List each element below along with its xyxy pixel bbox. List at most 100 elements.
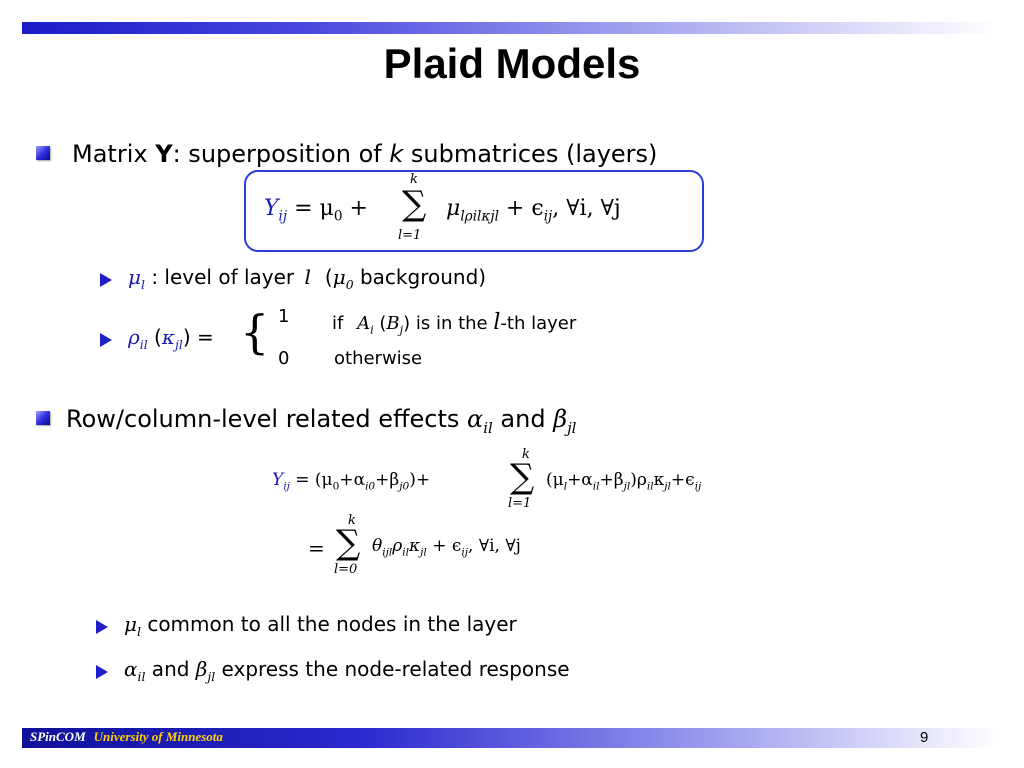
- slide-title: Plaid Models: [383, 40, 641, 87]
- eq2-p10: +ϵ: [670, 470, 695, 490]
- eq2-sj0: j0: [399, 480, 410, 493]
- bullet1-k: k: [389, 140, 404, 168]
- eq2-lhs: Y: [272, 470, 284, 490]
- eq2-sjl2: jl: [664, 480, 671, 493]
- sub-bullet-alpha-beta: αil and βjl express the node-related res…: [124, 657, 570, 684]
- eq1-lhs: Y: [264, 196, 279, 221]
- eq1-term3: jl: [490, 208, 499, 225]
- case1-B-close: ): [403, 313, 411, 334]
- eq2-p1: = (μ: [295, 470, 333, 490]
- case2-value: 0: [278, 348, 290, 369]
- eq2-p7: +β: [599, 470, 624, 490]
- sub3-text: common to all the nodes in the layer: [140, 612, 517, 636]
- sub1-mu: μ: [128, 265, 141, 289]
- sub2-rho-sub: il: [139, 337, 148, 352]
- case1-B-open: (: [373, 313, 387, 334]
- page-number: 9: [920, 729, 929, 746]
- sub-bullet-rho: ρil (κjl) =: [128, 325, 214, 352]
- case2-text: otherwise: [334, 348, 423, 369]
- sub1-paren: (: [324, 265, 333, 289]
- sub2-kappa: κ: [161, 325, 175, 349]
- eq2-p9: κ: [653, 470, 665, 490]
- bullet2-and: and: [492, 405, 554, 433]
- sub1-mu0: μ: [332, 265, 346, 289]
- eq2-sij: ij: [694, 480, 702, 493]
- eq1-tail-sub: ij: [543, 208, 553, 225]
- eq2-sl: l: [563, 480, 568, 493]
- cases-brace: {: [240, 305, 270, 359]
- arrow-bullet-icon: [96, 620, 108, 634]
- bullet2-text: Row/column-level related effects: [66, 405, 468, 433]
- sub4-beta: β: [195, 657, 208, 681]
- eq1-rhs: = μ: [294, 196, 334, 221]
- eq2-p6: +α: [567, 470, 593, 490]
- bullet-row-column: Row/column-level related effects αil and…: [66, 405, 576, 437]
- case1-l: l: [493, 310, 501, 335]
- eq2-sjl3: jl: [420, 546, 427, 559]
- eq1-sum-top: k: [410, 172, 418, 187]
- eq1-term2: ilκ: [472, 208, 491, 225]
- eq2-sil3: il: [402, 546, 410, 559]
- sub1-text2: background): [353, 265, 487, 289]
- eq1-term: μ: [446, 196, 461, 221]
- eq2-line2-eq: =: [308, 536, 325, 560]
- equation-1-terms: μlρilκjl + ϵij, ∀i, ∀j: [446, 196, 621, 224]
- case1-A: A: [357, 313, 371, 334]
- eq2-p2: +α: [339, 470, 366, 490]
- eq2-p8: )ρ: [630, 470, 647, 490]
- case1-A-sub: i: [370, 323, 374, 337]
- eq1-term-sub: lρ: [460, 208, 473, 225]
- bullet2-beta: β: [553, 405, 568, 433]
- eq2-sjl: jl: [623, 480, 631, 493]
- eq1-quant: , ∀i, ∀j: [552, 196, 621, 221]
- bullet2-alpha-sub: il: [483, 418, 493, 437]
- eq2-eps: + ϵ: [426, 536, 462, 556]
- sub-bullet-mu-common: μl common to all the nodes in the layer: [124, 612, 517, 639]
- case1-tail: -th layer: [500, 313, 577, 334]
- case1-condition: if Ai (Bj) is in the l-th layer: [332, 310, 576, 337]
- sub1-l: l: [304, 265, 311, 289]
- eq1-sigma: ∑: [402, 184, 427, 224]
- equation-2-line2: θijlρilκjl + ϵij, ∀i, ∀j: [372, 536, 521, 558]
- sub4-alpha-sub: il: [137, 669, 146, 684]
- bullet1-tail: submatrices (layers): [403, 140, 658, 168]
- square-bullet-icon: [36, 146, 50, 160]
- eq2-si0: i0: [365, 480, 376, 493]
- sub1-mu0-sub: 0: [345, 277, 354, 292]
- eq1-mu0-sub: 0: [333, 208, 343, 225]
- equation-box: [244, 170, 704, 252]
- eq1-sum-bottom: l=1: [398, 228, 422, 243]
- case1-text: is in the: [410, 313, 494, 334]
- sub1-mu-sub: l: [141, 277, 145, 292]
- eq2-rho: ρ: [392, 536, 403, 556]
- eq2-s0a: 0: [332, 480, 340, 493]
- eq2-sum1-top: k: [522, 447, 530, 462]
- bullet2-beta-sub: jl: [567, 418, 577, 437]
- bullet1-post: : superposition of: [172, 140, 390, 168]
- bullet-matrix-y: Matrix Y: superposition of k submatrices…: [72, 140, 657, 168]
- arrow-bullet-icon: [100, 333, 112, 347]
- sub4-beta-sub: jl: [207, 669, 216, 684]
- eq2-lhs-sub: ij: [283, 480, 290, 493]
- eq2-sigma1: ∑: [510, 457, 535, 497]
- case1-value: 1: [278, 306, 290, 327]
- equation-2-line1-left: Yij = (μ0+αi0+βj0)+: [272, 470, 430, 492]
- sub3-mu: μ: [124, 612, 137, 636]
- eq2-theta: θ: [372, 536, 383, 556]
- arrow-bullet-icon: [96, 665, 108, 679]
- eq2-sum1-bottom: l=1: [508, 496, 532, 511]
- eq2-sigma2: ∑: [336, 523, 361, 563]
- eq2-sum2-top: k: [348, 513, 356, 528]
- bullet1-pre: Matrix: [72, 140, 156, 168]
- eq2-p4: )+: [409, 470, 431, 490]
- bullet2-alpha: α: [467, 405, 484, 433]
- sub2-kappa-sub: jl: [175, 337, 183, 352]
- header-gradient-bar: [22, 22, 998, 34]
- eq1-tail: + ϵ: [498, 196, 544, 221]
- eq2-sij2: ij: [461, 546, 469, 559]
- eq2-sil2: il: [646, 480, 654, 493]
- square-bullet-icon: [36, 411, 50, 425]
- case1-if: if: [332, 313, 344, 334]
- sub3-mu-sub: l: [137, 624, 141, 639]
